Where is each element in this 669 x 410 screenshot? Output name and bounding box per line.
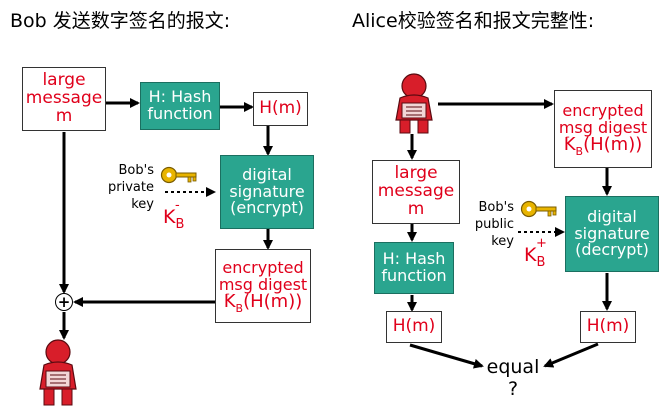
hash-output-box: H(m) <box>386 311 442 343</box>
right-title: Alice校验签名和报文完整性: <box>352 10 595 32</box>
person-icon <box>395 73 433 134</box>
person-icon <box>39 339 77 406</box>
hash-output-box: H(m) <box>253 92 308 126</box>
encrypted-digest-box: encrypted msg digest K-B(H(m)) <box>215 249 311 323</box>
plus-circle-icon: + <box>55 293 73 311</box>
signature-decrypt-box: digital signature (decrypt) <box>565 196 659 272</box>
key-icon <box>520 200 557 218</box>
equal-check-label: equal ? <box>486 356 540 400</box>
signature-encrypt-box: digital signature (encrypt) <box>220 155 314 229</box>
encrypted-digest-box: encrypted msg digest K-B(H(m)) <box>554 90 652 168</box>
left-title: Bob 发送数字签名的报文: <box>10 10 231 32</box>
hash-function-box: H: Hash function <box>140 82 220 130</box>
bob-public-key-label: Bob's public key <box>474 200 514 249</box>
bob-private-key-label: Bob's private key <box>108 163 154 212</box>
hash-function-box: H: Hash function <box>374 242 454 294</box>
decrypted-hash-box: H(m) <box>580 311 636 343</box>
digest-formula: K-B(H(m)) <box>563 130 643 159</box>
large-message-box: large message m <box>22 67 106 131</box>
large-message-box: large message m <box>372 160 460 224</box>
key-icon <box>160 166 197 184</box>
public-key-symbol: K+B <box>524 236 547 270</box>
private-key-symbol: K-B <box>163 198 185 232</box>
digest-formula: K-B(H(m)) <box>223 287 303 316</box>
